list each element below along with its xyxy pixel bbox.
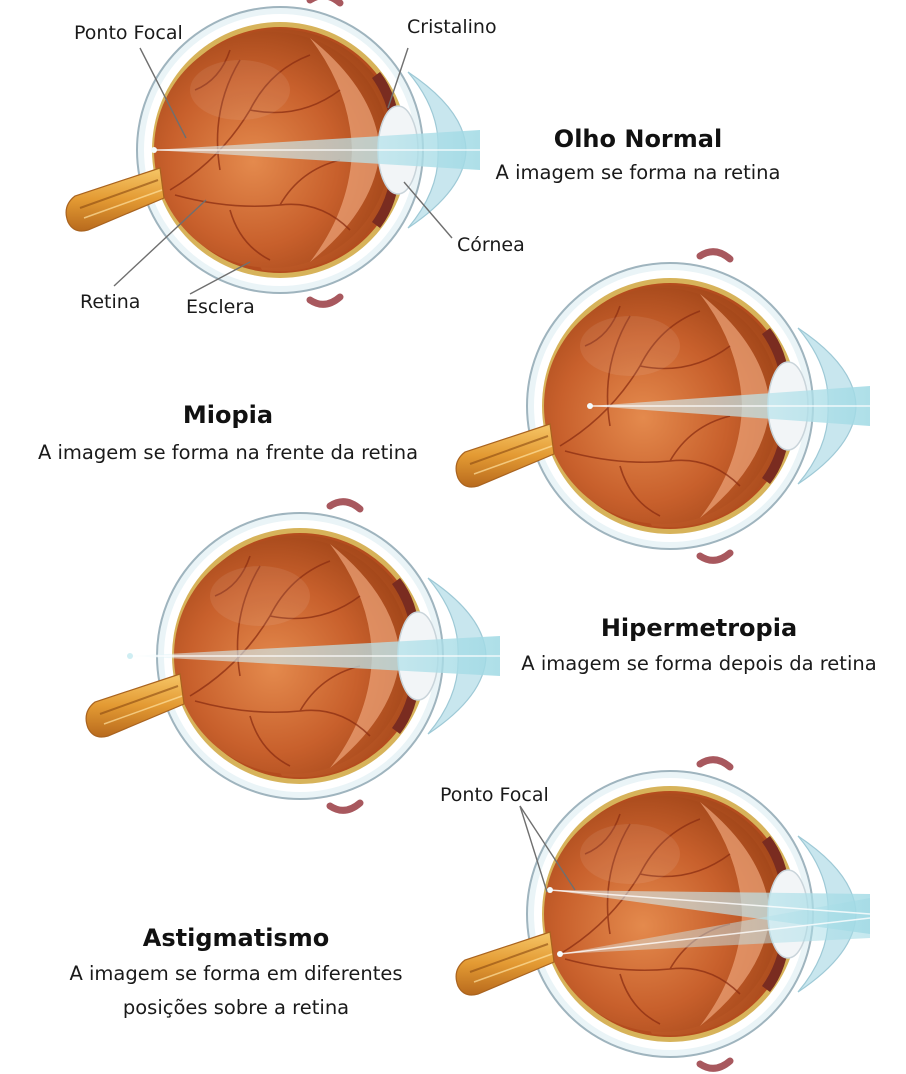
label-cornea: Córnea [457, 234, 525, 256]
label-esclera: Esclera [186, 296, 255, 318]
desc-miopia: A imagem se forma na frente da retina [10, 441, 446, 464]
title-miopia: Miopia [10, 401, 446, 429]
label-retina: Retina [80, 291, 140, 313]
desc-hipermetropia: A imagem se forma depois da retina [496, 652, 902, 675]
label-ponto-focal-bottom: Ponto Focal [440, 784, 549, 806]
leader-retina [114, 200, 206, 286]
desc-astigmatismo-line2: posições sobre a retina [36, 996, 436, 1019]
label-cristalino: Cristalino [407, 16, 497, 38]
title-hipermetropia: Hipermetropia [496, 614, 902, 642]
title-astigmatismo: Astigmatismo [36, 924, 436, 952]
leader-cristalino [388, 48, 408, 108]
leader-cornea [404, 182, 452, 238]
leader-ponto-focal-bottom-a [520, 806, 547, 892]
desc-astigmatismo-line1: A imagem se forma em diferentes [36, 962, 436, 985]
title-olho-normal: Olho Normal [482, 125, 794, 153]
leader-ponto-focal-bottom-b [520, 806, 575, 890]
leader-esclera [190, 262, 250, 294]
leader-ponto-focal [140, 48, 186, 138]
desc-olho-normal: A imagem se forma na retina [482, 161, 794, 184]
label-ponto-focal-top: Ponto Focal [74, 22, 183, 44]
